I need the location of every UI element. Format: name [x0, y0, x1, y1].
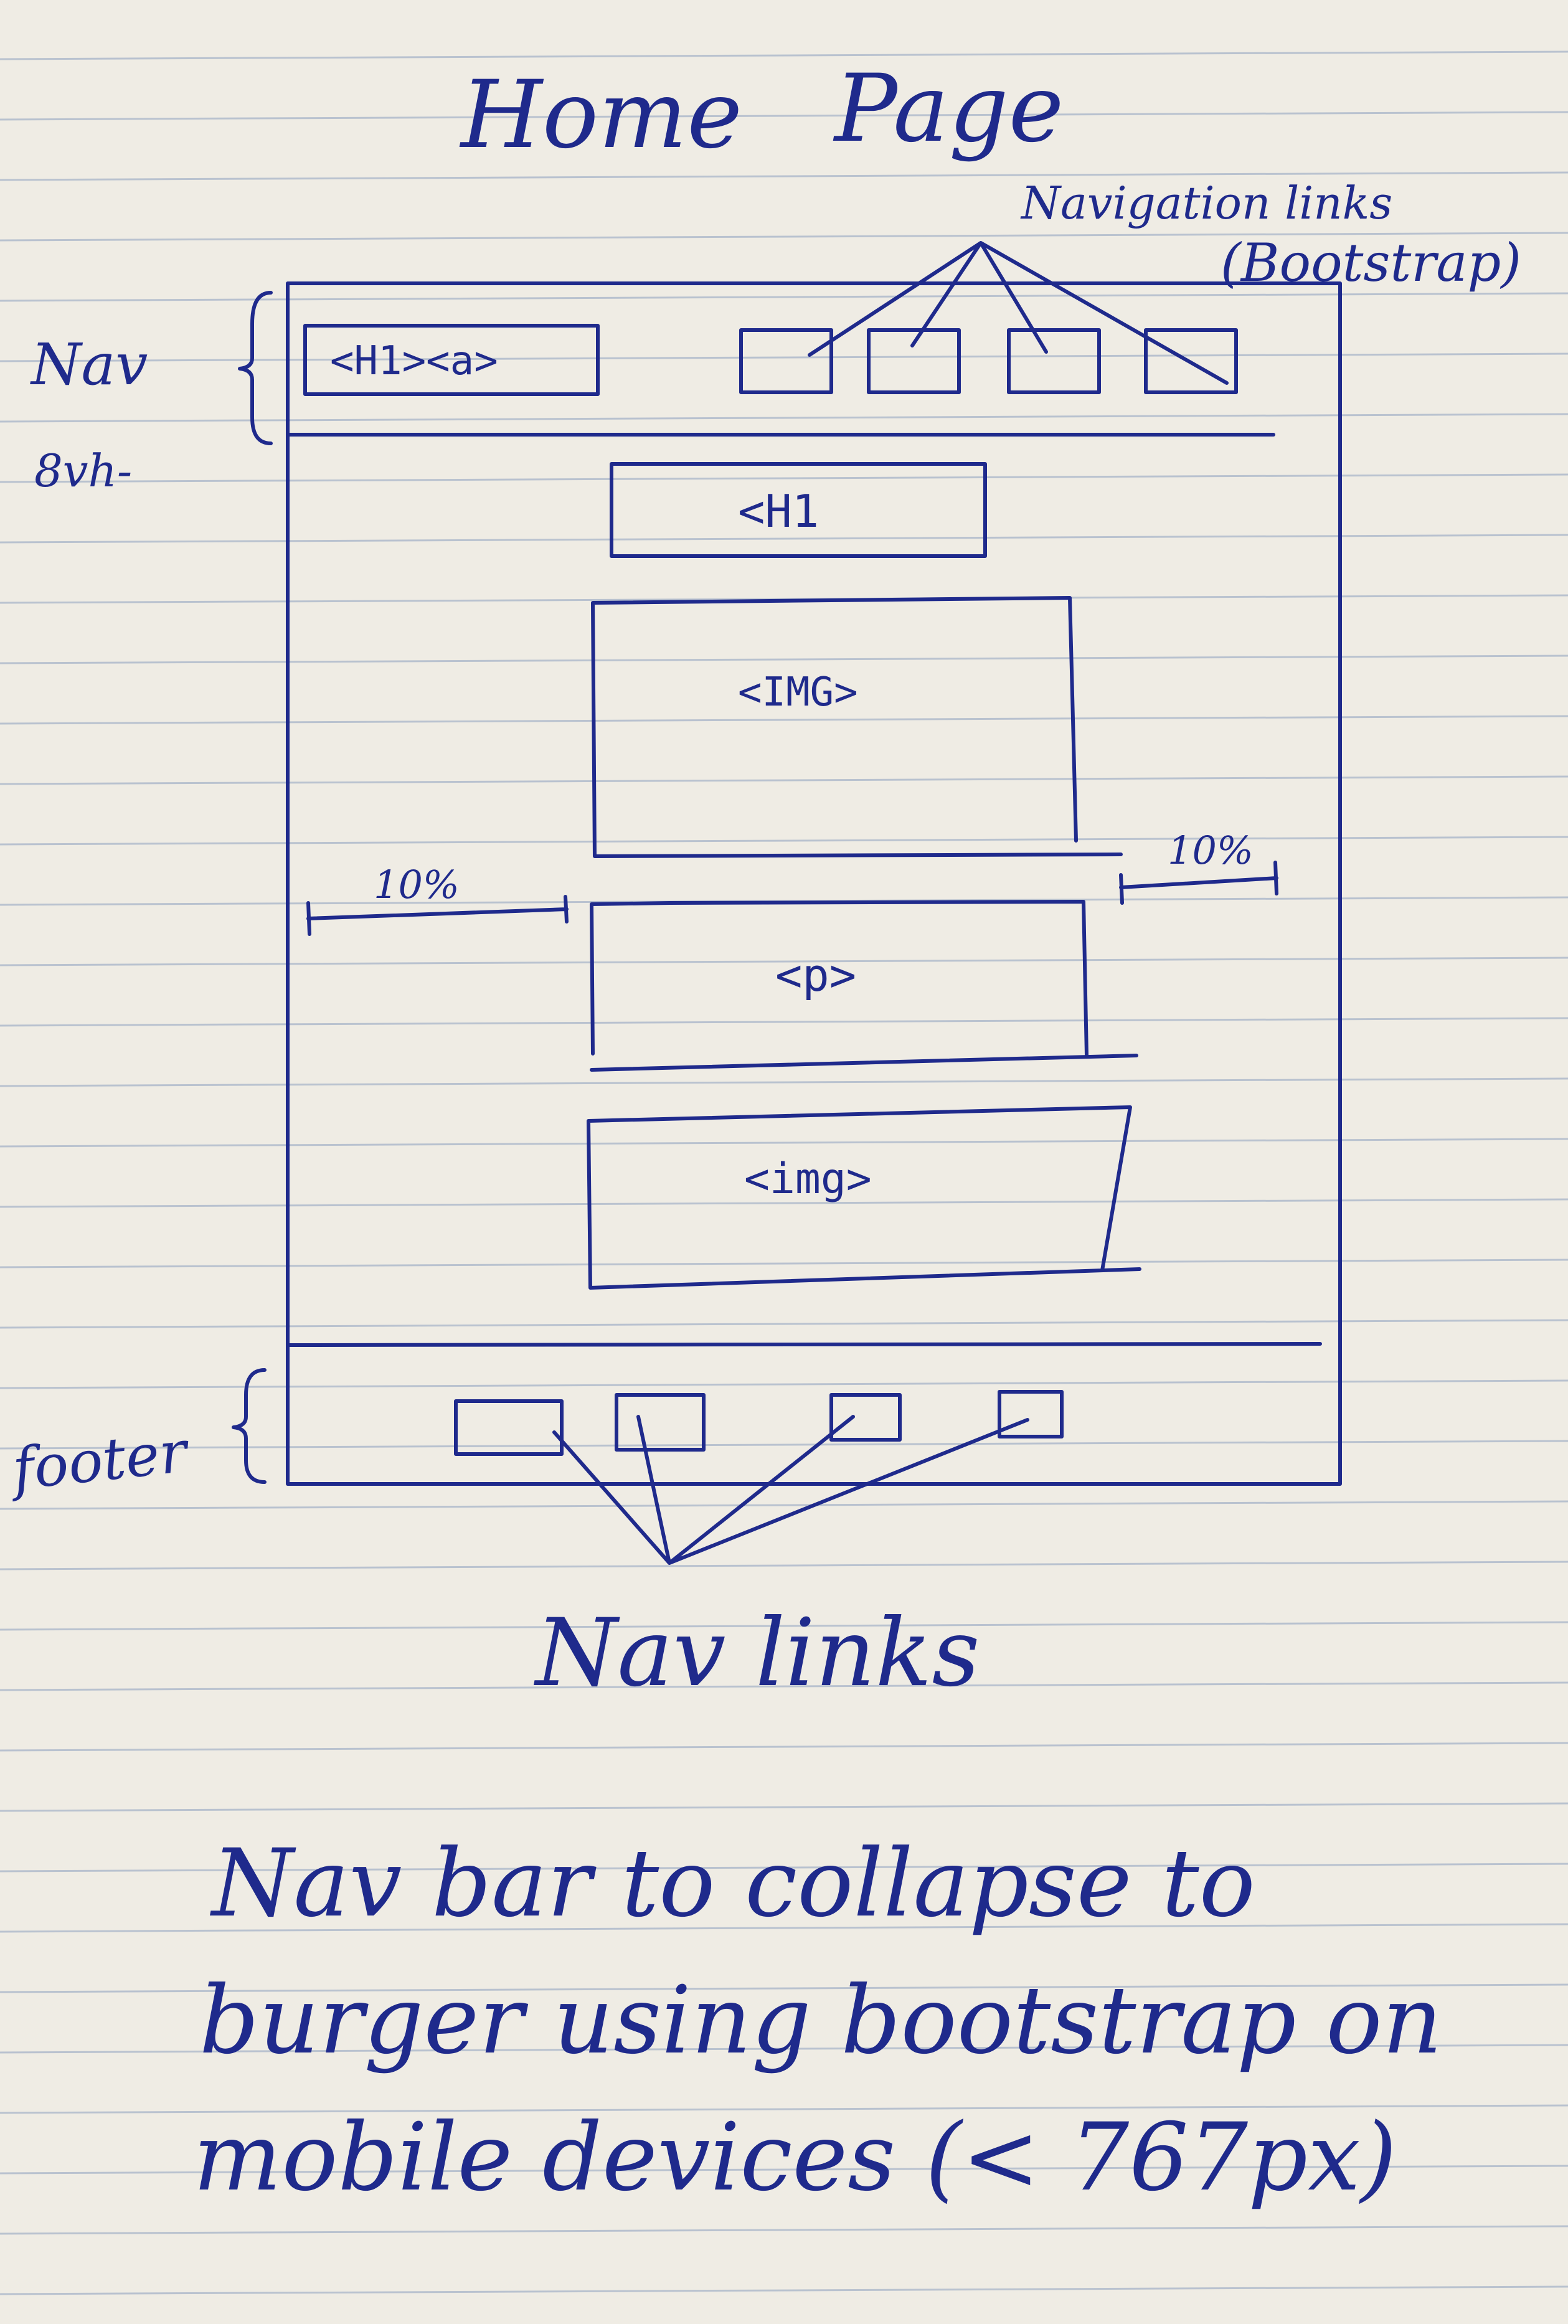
ruled-line: [0, 1923, 1568, 1933]
page-frame: [286, 281, 1342, 1486]
footer-divider: [286, 1342, 1322, 1347]
footer-link-box-3: [829, 1393, 902, 1442]
ruled-line: [0, 1802, 1568, 1812]
ruled-lines: [0, 50, 1568, 2295]
heading-tag: <H1: [738, 485, 819, 537]
ruled-line: [0, 1500, 1568, 1510]
ruled-line: [0, 1440, 1568, 1450]
ruled-line: [0, 171, 1568, 181]
ruled-line: [0, 292, 1568, 302]
nav-bracket-label-line1: Nav: [31, 331, 148, 398]
nav-bracket: [238, 291, 273, 445]
ruled-line: [0, 1681, 1568, 1691]
margin-label-left: 10%: [374, 862, 460, 907]
ruled-line: [0, 473, 1568, 483]
heading-box: [610, 462, 987, 558]
nav-bracket-label-line2: 8vh-: [34, 445, 133, 497]
nav-links-annotation-line2: (Bootstrap): [1221, 232, 1522, 293]
note-line-1: Nav bar to collapse to: [212, 1830, 1255, 1938]
note-line-3: mobile devices (< 767px): [193, 2104, 1397, 2212]
footer-bracket: [232, 1368, 267, 1484]
ruled-line: [0, 775, 1568, 785]
ruled-line: [0, 1198, 1568, 1208]
ruled-line: [0, 1983, 1568, 1993]
nav-links-annotation-line1: Navigation links: [1021, 177, 1393, 229]
ruled-line: [0, 2044, 1568, 2054]
ruled-line: [0, 352, 1568, 362]
ruled-line: [0, 2285, 1568, 2295]
ruled-line: [0, 1561, 1568, 1571]
title-page: Page: [834, 55, 1064, 163]
ruled-line: [0, 413, 1568, 423]
nav-link-box-1: [739, 328, 833, 394]
image-box-1: [591, 596, 1123, 858]
ruled-line: [0, 1742, 1568, 1752]
footer-callout-lines: [552, 1415, 1029, 1565]
ruled-line: [0, 111, 1568, 121]
ruled-line: [0, 1863, 1568, 1873]
ruled-line: [0, 654, 1568, 664]
ruled-line: [0, 2225, 1568, 2235]
ruled-line: [0, 1319, 1568, 1329]
ruled-line: [0, 957, 1568, 966]
ruled-line: [0, 1621, 1568, 1631]
margin-label-right: 10%: [1168, 828, 1254, 873]
ruled-line: [0, 50, 1568, 60]
footer-link-box-4: [998, 1390, 1064, 1438]
ruled-line: [0, 1379, 1568, 1389]
ruled-line: [0, 2165, 1568, 2175]
footer-link-box-1: [454, 1399, 564, 1456]
nav-link-box-3: [1007, 328, 1101, 394]
ruled-line: [0, 1017, 1568, 1027]
image-tag-1: <IMG>: [738, 669, 858, 716]
nav-link-box-2: [867, 328, 961, 394]
paragraph-box: [590, 900, 1138, 1072]
image-box-2: [587, 1105, 1141, 1290]
note-line-2: burger using bootstrap on: [199, 1967, 1443, 2075]
footer-link-box-2: [615, 1393, 706, 1452]
ruled-line: [0, 836, 1568, 846]
ruled-line: [0, 534, 1568, 544]
nav-links-bottom-label: Nav links: [536, 1599, 980, 1708]
image-tag-2: <img>: [744, 1155, 872, 1204]
nav-brand-box: [303, 324, 600, 396]
paragraph-tag: <p>: [775, 949, 857, 1001]
margin-dimension-left: [306, 895, 569, 936]
title-home: Home: [461, 61, 743, 169]
ruled-line: [0, 1138, 1568, 1148]
ruled-line: [0, 232, 1568, 242]
margin-dimension-right: [1119, 861, 1278, 905]
nav-callout-lines: [808, 241, 1229, 385]
ruled-line: [0, 1259, 1568, 1268]
nav-link-box-4: [1144, 328, 1238, 394]
ruled-line: [0, 1077, 1568, 1087]
ruled-line: [0, 715, 1568, 725]
ruled-line: [0, 2104, 1568, 2114]
nav-brand-tag: <H1><a>: [330, 338, 498, 384]
footer-label: footer: [9, 1418, 191, 1503]
